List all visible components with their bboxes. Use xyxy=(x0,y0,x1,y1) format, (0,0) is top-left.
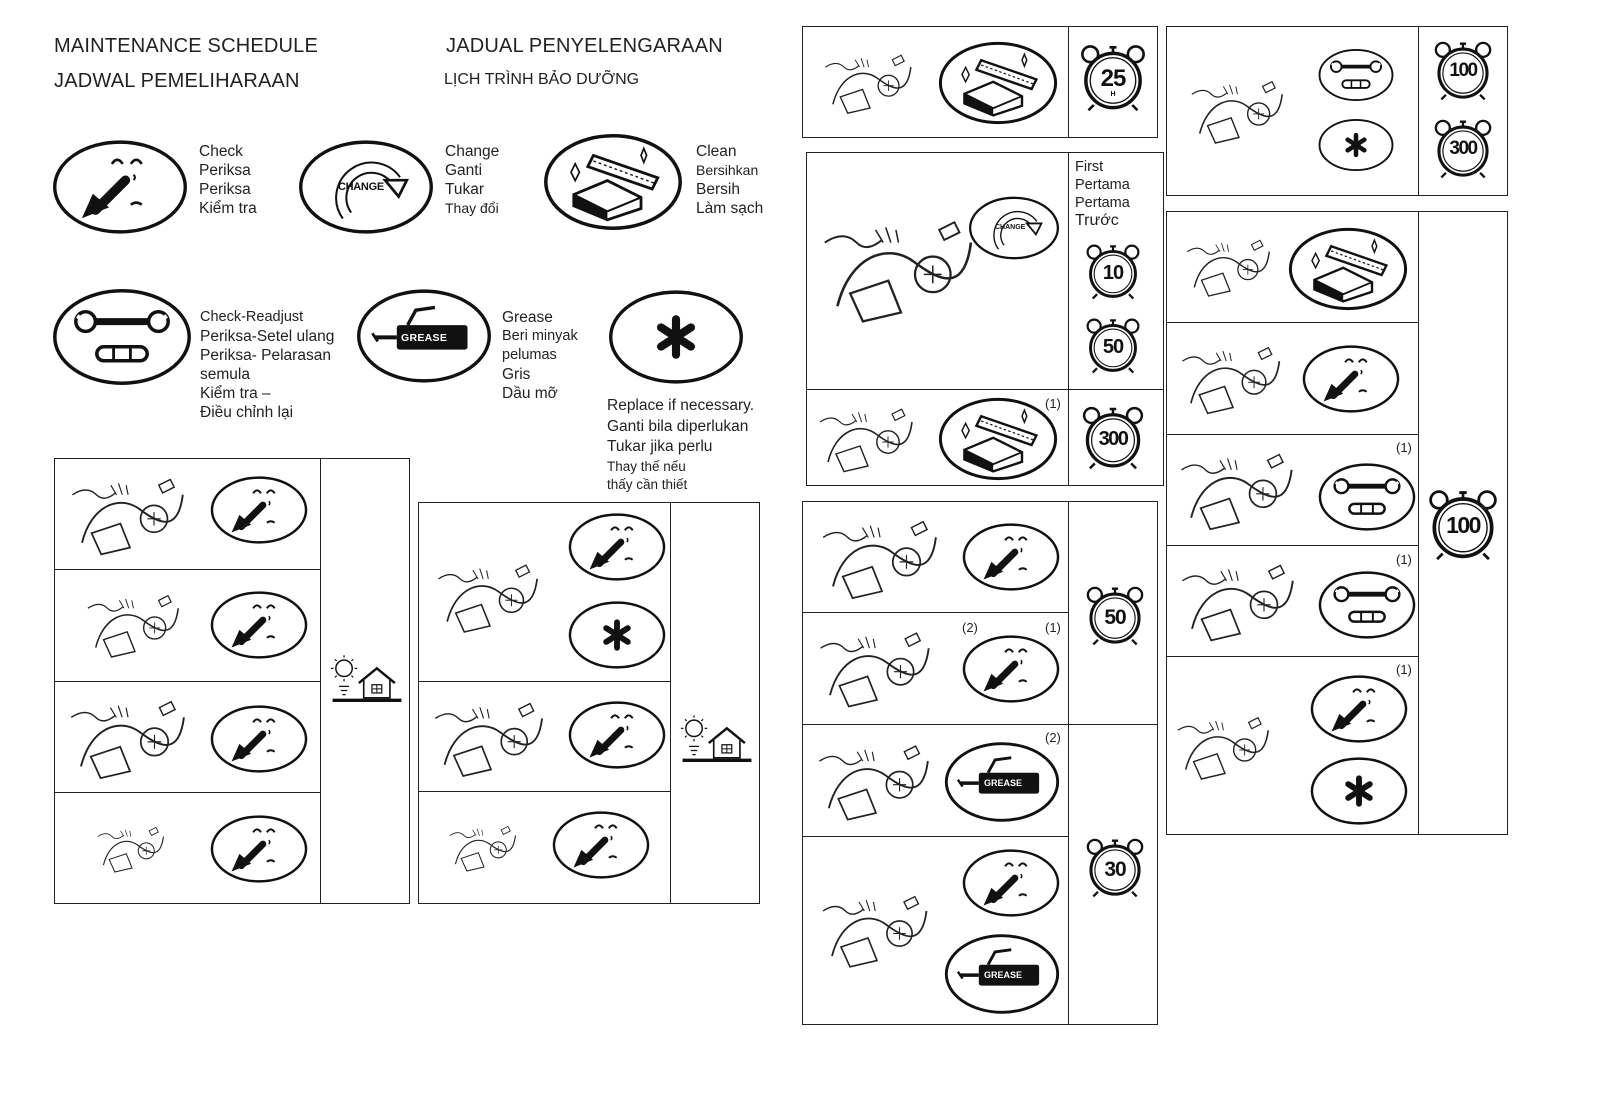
bolt-sketch xyxy=(444,800,524,894)
blade-sketch xyxy=(430,548,550,644)
page-title-id: JADWAL PEMELIHARAAN xyxy=(54,70,300,92)
note-1: (1) xyxy=(1396,662,1412,677)
sun-house-daily-icon xyxy=(326,644,408,714)
wrench-readjust-icon xyxy=(1318,570,1416,640)
blade-checks-table xyxy=(418,502,760,904)
check-face-icon xyxy=(962,632,1060,706)
spark-plug-sketch xyxy=(1184,60,1294,160)
change-arrow-icon: CHANGE xyxy=(298,138,434,236)
change-arrow-icon: CHANGE xyxy=(968,196,1060,260)
timer-50h-icon: 50 xyxy=(1084,582,1146,648)
check-face-icon xyxy=(552,808,650,882)
page-title-ms: JADUAL PENYELENGARAAN xyxy=(446,35,723,57)
clean-brush-sponge-icon xyxy=(1288,226,1408,312)
check-face-icon xyxy=(210,812,308,886)
valve-clearance-sketch xyxy=(1172,440,1306,538)
page-title-en: MAINTENANCE SCHEDULE xyxy=(54,35,319,57)
grease-icon-label: GREASE xyxy=(401,332,448,344)
engine-debris-sketch xyxy=(80,578,190,670)
timer-100h-icon: 100 xyxy=(1426,486,1500,562)
clean-brush-sponge-icon xyxy=(938,396,1058,482)
note-1: (1) xyxy=(1396,552,1412,567)
clutch-sketch xyxy=(810,620,944,714)
check-face-icon xyxy=(210,702,308,776)
timer-30h-icon: 30 xyxy=(1084,834,1146,900)
note-2: (2) xyxy=(962,620,978,635)
fuel-tank-sketch xyxy=(812,396,924,480)
timer-50h-icon: 50 xyxy=(1084,314,1142,376)
check-face-icon xyxy=(568,510,666,584)
spark-plug-table xyxy=(1166,26,1508,196)
check-face-icon xyxy=(52,138,188,236)
page-title-vi: LỊCH TRÌNH BẢO DƯỠNG xyxy=(444,71,640,88)
protective-gear-sketch xyxy=(92,800,172,896)
fuel-line-sketch xyxy=(1170,664,1280,828)
grease-gun-icon: GREASE xyxy=(944,740,1060,824)
clean-brush-sponge-icon xyxy=(938,40,1058,126)
note-1: (1) xyxy=(1045,396,1061,411)
note-2: (2) xyxy=(1045,730,1061,745)
timer-300h-icon: 300 xyxy=(1080,404,1146,470)
fuel-level-sketch xyxy=(60,466,200,562)
check-face-icon xyxy=(210,588,308,662)
check-face-icon xyxy=(568,698,666,772)
blade-guard-sketch xyxy=(426,690,556,784)
wrench-readjust-icon xyxy=(52,288,192,386)
asterisk-replace-icon xyxy=(1318,116,1394,174)
wrench-readjust-icon xyxy=(1318,462,1416,532)
fuel-tank-sketch xyxy=(1180,218,1280,314)
asterisk-replace-icon xyxy=(568,598,666,672)
periodic-50h-30h-table xyxy=(802,501,1158,1025)
air-filter-25h-table xyxy=(802,26,1158,138)
grease-gun-icon: GREASE xyxy=(944,932,1060,1016)
timer-10h-icon: 10 xyxy=(1084,240,1142,302)
timer-25h-icon: 25 H xyxy=(1078,42,1148,112)
legend-replace: Replace if necessary.Ganti bila diperluk… xyxy=(607,397,755,492)
idle-speed-sketch xyxy=(1170,552,1310,648)
check-face-icon xyxy=(962,846,1060,920)
note-1: (1) xyxy=(1045,620,1061,635)
asterisk-replace-icon xyxy=(1310,756,1408,826)
oil-drain-sketch xyxy=(812,158,990,378)
note-1: (1) xyxy=(1396,440,1412,455)
check-face-icon xyxy=(1310,672,1408,746)
engine-sketch xyxy=(810,508,954,606)
wrench-readjust-icon xyxy=(1318,46,1394,104)
clean-brush-sponge-icon xyxy=(543,132,683,232)
check-face-icon xyxy=(1302,342,1400,416)
sun-house-daily-icon xyxy=(676,704,758,774)
check-face-icon xyxy=(210,473,308,547)
check-face-icon xyxy=(962,520,1060,594)
oil-change-table xyxy=(806,152,1164,486)
air-filter-sketch xyxy=(818,32,922,132)
timer-100h-icon: 100 xyxy=(1432,38,1494,102)
fuel-filter-sketch xyxy=(1174,330,1292,426)
grease-gun-icon: GREASE xyxy=(356,288,492,384)
flexible-shaft-sketch xyxy=(810,732,942,828)
timer-300h-icon: 300 xyxy=(1432,116,1494,180)
change-icon-label: CHANGE xyxy=(338,181,384,193)
gear-case-sketch xyxy=(814,880,940,978)
periodic-100h-table xyxy=(1166,211,1508,835)
asterisk-replace-icon xyxy=(608,288,744,386)
throttle-cable-sketch xyxy=(60,688,200,786)
